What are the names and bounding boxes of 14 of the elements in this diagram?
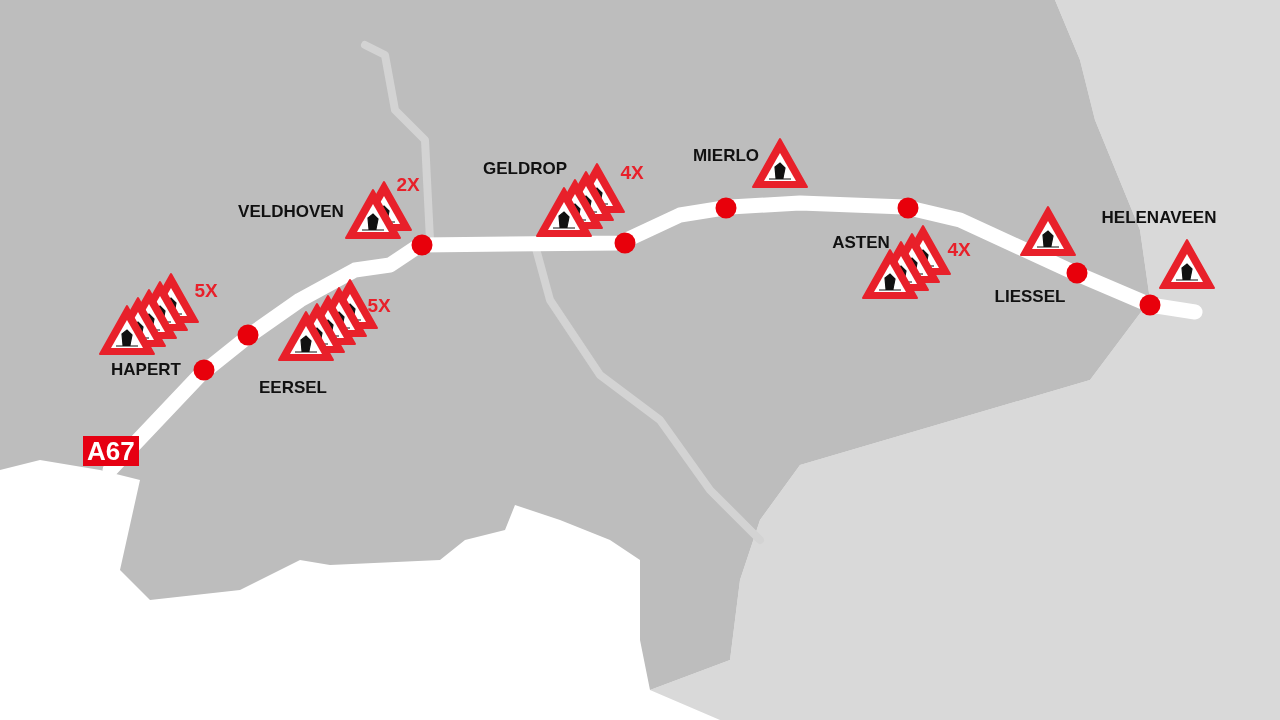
place-name: VELDHOVEN (238, 202, 344, 220)
place-name: HAPERT (111, 360, 181, 378)
incident-count: 4X (620, 162, 644, 182)
place-name: GELDROP (482, 159, 568, 177)
place-name: ASTEN (832, 233, 890, 251)
road-number-sign: A67 (83, 436, 139, 466)
place-name: MIERLO (692, 146, 760, 164)
incident-count: 5X (367, 295, 391, 315)
place-name: HELENAVEEN (1101, 208, 1217, 226)
incident-count: 2X (396, 174, 420, 194)
incident-count: 4X (947, 239, 971, 259)
place-name: LIESSEL (994, 287, 1066, 305)
incident-count: 5X (194, 280, 218, 300)
place-name: EERSEL (259, 378, 327, 396)
